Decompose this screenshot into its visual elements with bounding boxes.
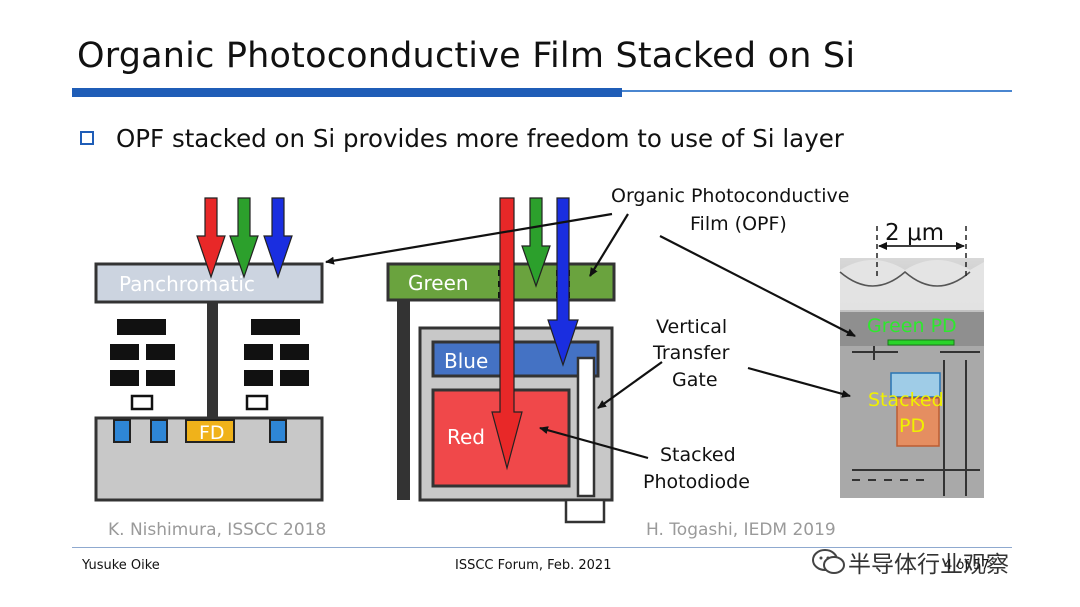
- green-light-arrow: [229, 197, 259, 279]
- left-pixel-diagram: Panchromatic FD: [94, 197, 324, 502]
- fd-node: [185, 419, 235, 443]
- title-underline-thin: [622, 90, 1012, 92]
- metal-wiring-right: [244, 319, 309, 386]
- page-total: of 57: [956, 558, 990, 573]
- opf-to-middle-arrow: [589, 213, 629, 277]
- incident-light-arrows-middle: [491, 197, 579, 471]
- panchromatic-label: Panchromatic: [119, 272, 255, 296]
- footer-page: 4 of 57: [944, 558, 990, 573]
- green-pd-label: Green PD: [867, 315, 957, 337]
- title-underline: [72, 88, 622, 97]
- vtg-contact: [564, 498, 606, 524]
- via-contact: [207, 302, 218, 420]
- slide-title: Organic Photoconductive Film Stacked on …: [77, 36, 856, 76]
- opf-contact-plug: [397, 300, 410, 500]
- green-label: Green: [408, 271, 469, 295]
- bullet-text: OPF stacked on Si provides more freedom …: [116, 124, 844, 153]
- green-pd-region: [887, 339, 955, 346]
- callout-arrows: [325, 212, 856, 460]
- incident-light-arrows-left: [196, 197, 293, 279]
- vtg-label-line3: Gate: [672, 369, 718, 391]
- opf-to-left-arrow: [325, 212, 613, 265]
- opf-label-line2: Film (OPF): [690, 213, 787, 235]
- vtg-arrow: [597, 361, 663, 409]
- middle-pixel-diagram: Green Blue Red Organic Photoconductive F…: [386, 185, 849, 524]
- page-number: 4: [944, 558, 953, 573]
- pd-label-line1: Stacked: [660, 444, 736, 466]
- metal-wiring-left: [110, 319, 175, 386]
- blue-pd: [431, 340, 600, 378]
- blue-pd-region: [890, 372, 941, 398]
- footer-event: ISSCC Forum, Feb. 2021: [455, 558, 612, 573]
- bullet-square-icon: [80, 131, 94, 145]
- blue-label: Blue: [444, 349, 488, 373]
- vtg-label-line1: Vertical: [656, 316, 727, 338]
- wechat-icon: [812, 549, 845, 574]
- scale-bar: [876, 226, 967, 276]
- footer-rule: [72, 547, 1012, 548]
- opf-label-line1: Organic Photoconductive: [611, 185, 849, 207]
- vertical-transfer-gate: [576, 356, 596, 498]
- stacked-pd-label-line1: Stacked: [868, 389, 944, 411]
- footer-author: Yusuke Oike: [82, 558, 160, 573]
- blue-light-arrow-mid: [547, 197, 579, 367]
- stacked-pd-label-line2: PD: [899, 415, 925, 437]
- red-light-arrow-deep: [491, 197, 523, 471]
- scale-label: 2 μm: [885, 220, 944, 246]
- implants: [113, 419, 287, 443]
- red-label: Red: [447, 425, 485, 449]
- gate-left: [130, 394, 154, 411]
- citation-left: K. Nishimura, ISSCC 2018: [108, 520, 327, 540]
- blue-light-arrow: [263, 197, 293, 279]
- vtg-to-micrograph-arrow: [747, 366, 851, 398]
- pd-label-line2: Photodiode: [643, 471, 750, 493]
- opf-to-micrograph-arrow: [659, 235, 856, 337]
- gate-right: [245, 394, 269, 411]
- watermark-text: 半导体行业观察: [848, 552, 1009, 578]
- citation-right: H. Togashi, IEDM 2019: [646, 520, 836, 540]
- vtg-label-line2: Transfer: [652, 342, 730, 364]
- red-light-arrow: [196, 197, 226, 279]
- pd-arrow: [539, 426, 649, 460]
- green-light-arrow-opf: [521, 197, 551, 288]
- red-pd-region: [896, 397, 940, 447]
- fd-label: FD: [199, 422, 225, 444]
- micrograph-image: 2 μm Green PD Stacked PD: [839, 220, 984, 498]
